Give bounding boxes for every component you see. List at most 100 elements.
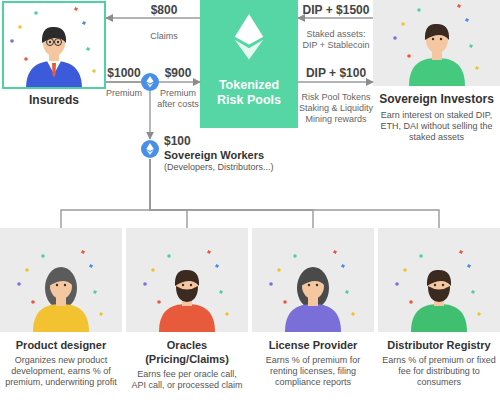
- confetti-dot: [467, 264, 471, 268]
- node-description: Sovereign Workers: [164, 148, 274, 162]
- edge-group: [61, 18, 439, 228]
- text-wrap: Sovereign InvestorsEarn interest on stak…: [373, 92, 500, 143]
- eth-symbol: [235, 40, 264, 60]
- actor-box: Sovereign InvestorsEarn interest on stak…: [373, 0, 500, 86]
- eth-symbol: [235, 14, 264, 60]
- confetti-dot: [393, 36, 397, 40]
- confetti-dot: [459, 250, 463, 254]
- person-figure: [0, 228, 122, 332]
- confetti-dot: [469, 44, 473, 48]
- flow-note: Claims: [134, 31, 194, 42]
- person-figure: [252, 228, 374, 332]
- node-title: Tokenized Risk Pools: [200, 78, 298, 108]
- confetti-dot: [407, 54, 411, 58]
- person-figure: [4, 3, 104, 87]
- person-illustration: [269, 250, 355, 332]
- confetti-dot: [419, 254, 423, 258]
- person-illustration: [17, 250, 103, 332]
- node-description: Organizes new product development, earns…: [0, 355, 122, 388]
- node-title: Distributor Registry: [378, 338, 500, 352]
- confetti-dot: [151, 268, 155, 272]
- node-description: (Developers, Distributors...): [164, 162, 274, 173]
- confetti-dot: [157, 300, 161, 304]
- confetti-dot: [471, 290, 475, 294]
- text-wrap: Tokenized Risk Pools: [200, 78, 298, 108]
- person-glasses: [54, 42, 55, 43]
- person-shirt: [411, 304, 467, 332]
- person-eye: [64, 284, 66, 286]
- confetti-dot: [24, 57, 28, 61]
- amount-label: $800: [151, 3, 178, 17]
- person-eye: [190, 284, 192, 286]
- person-hair: [42, 27, 66, 43]
- confetti-dot: [219, 290, 223, 294]
- flow-arrow: [106, 82, 150, 139]
- node-title: Sovereign Investors: [373, 92, 500, 107]
- eth-symbol: [146, 76, 153, 84]
- node-title: $100: [164, 134, 274, 148]
- confetti-dot: [167, 254, 171, 258]
- confetti-dot: [403, 268, 407, 272]
- person-shirt: [26, 61, 82, 87]
- tree-connector: [150, 159, 187, 228]
- person-eye: [57, 41, 59, 43]
- person-glasses: [47, 39, 54, 46]
- node-description: Earns fee per oracle call, API call, or …: [126, 369, 248, 391]
- flow-note: Risk Pool Tokens Staking & Liquidity Min…: [296, 92, 376, 125]
- text-wrap: $100Sovereign Workers(Developers, Distri…: [164, 134, 274, 173]
- confetti-dot: [215, 264, 219, 268]
- person-eye: [308, 284, 310, 286]
- person-shirt: [159, 304, 215, 332]
- eth-logo: [200, 0, 298, 70]
- confetti-dot: [89, 264, 93, 268]
- confetti-dot: [465, 18, 469, 22]
- amount-label: $1000: [104, 66, 144, 80]
- flow-arrow: [298, 81, 373, 82]
- person-eye: [316, 284, 318, 286]
- person-illustration: [143, 250, 229, 332]
- amount-label: DIP + $1500: [303, 3, 370, 17]
- person-hair: [45, 267, 77, 309]
- amount-label: $900: [165, 66, 192, 80]
- node-title: License Provider: [252, 338, 374, 352]
- person-hair: [427, 270, 451, 286]
- eth-symbol: [146, 143, 154, 155]
- person-figure: [126, 228, 248, 332]
- confetti-dot: [81, 250, 85, 254]
- actor-box: Product designerOrganizes new product de…: [0, 228, 122, 332]
- flow-note: Staked assets: DIP + Stablecoin: [299, 29, 373, 51]
- confetti-dot: [395, 282, 399, 286]
- node-description: Earns % of premium or fixed fee for dist…: [378, 355, 500, 388]
- text-wrap: Product designerOrganizes new product de…: [0, 338, 122, 388]
- coin-circle: [140, 139, 160, 159]
- confetti-dot: [82, 21, 86, 25]
- confetti-dot: [207, 250, 211, 254]
- confetti-dot: [74, 7, 78, 11]
- person-eye: [440, 38, 442, 40]
- node-title: Product designer: [0, 338, 122, 352]
- confetti-dot: [341, 264, 345, 268]
- junction-coin: [141, 73, 159, 91]
- confetti-dot: [10, 39, 14, 43]
- actor-box: Distributor RegistryEarns % of premium o…: [378, 228, 500, 332]
- person-hair: [49, 270, 73, 286]
- eth-symbol: [146, 143, 154, 151]
- node-title: Insureds: [4, 93, 104, 108]
- confetti-dot: [86, 47, 90, 51]
- node-title: Oracles (Pricing/Claims): [126, 338, 248, 366]
- person-hair: [425, 24, 449, 40]
- confetti-dot: [99, 312, 103, 316]
- person-hair: [175, 270, 199, 286]
- person-eye: [56, 284, 58, 286]
- tree-connector: [150, 159, 313, 228]
- actor-box: Insureds: [2, 1, 106, 89]
- person-tie: [52, 63, 56, 77]
- person-illustration: [393, 4, 479, 86]
- confetti-dot: [477, 312, 481, 316]
- person-illustration: [395, 250, 481, 332]
- person-figure: [378, 228, 500, 332]
- person-glasses: [55, 39, 62, 46]
- person-eye: [442, 284, 444, 286]
- tree-connector: [61, 159, 150, 228]
